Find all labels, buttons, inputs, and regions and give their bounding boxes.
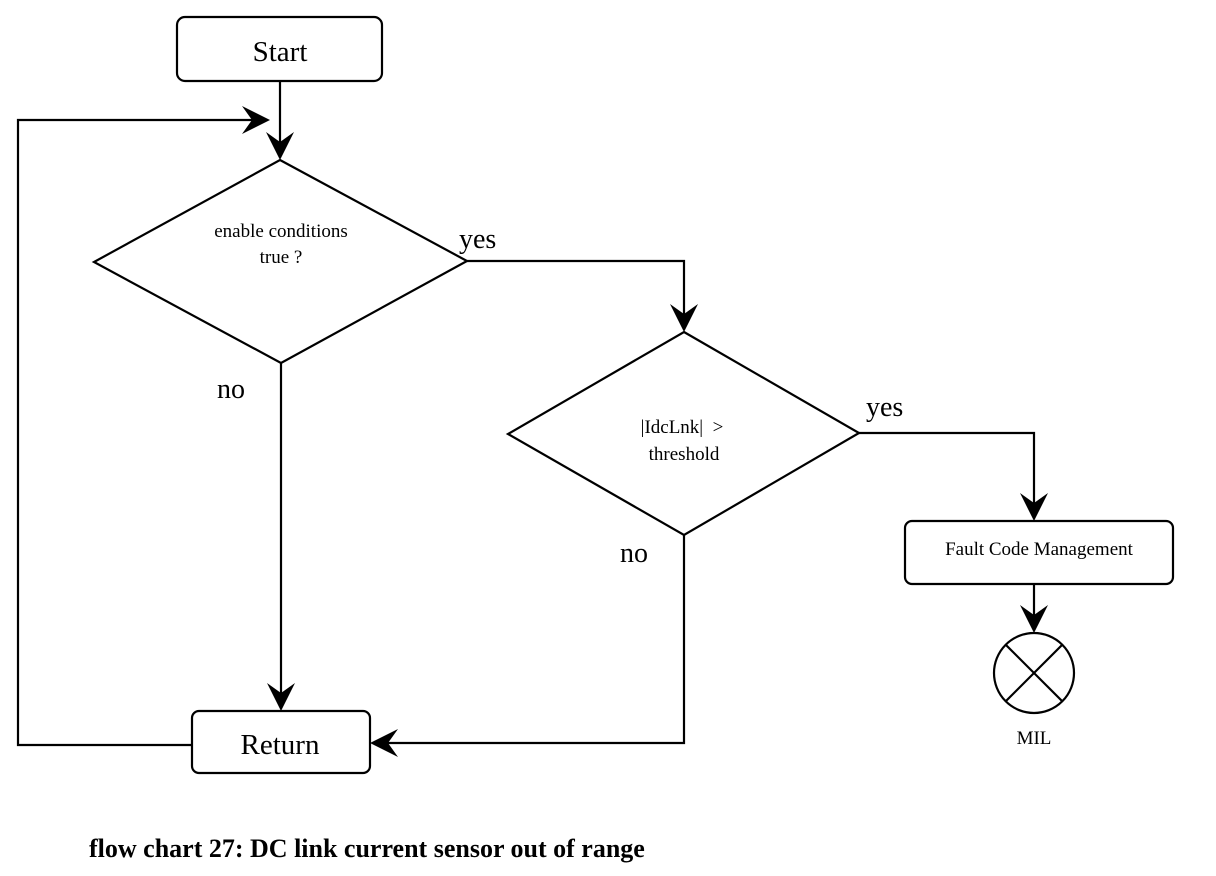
connector-loop-back <box>16 118 255 747</box>
decision-enable-label-line2: true ? <box>260 247 303 268</box>
mil-label: MIL <box>1017 728 1052 749</box>
fault-code-management-label: Fault Code Management <box>945 539 1134 560</box>
edge-label-enable-yes: yes <box>459 224 496 255</box>
decision-threshold-label-line2: threshold <box>649 444 720 465</box>
arrowhead-down-icon <box>266 132 294 160</box>
edge-label-threshold-no: no <box>620 538 648 569</box>
arrowhead-down-icon <box>1020 493 1048 521</box>
connector-enable-yes <box>467 259 686 318</box>
edge-label-threshold-yes: yes <box>866 392 903 423</box>
arrowhead-down-icon <box>267 683 295 711</box>
return-node-label: Return <box>241 729 320 761</box>
decision-enable-label-line1: enable conditions <box>214 221 348 242</box>
edge-label-enable-no: no <box>217 374 245 405</box>
connector-threshold-no <box>384 535 686 745</box>
return-node <box>190 709 372 775</box>
arrowhead-down-icon <box>670 304 698 332</box>
connector-threshold-yes <box>859 431 1036 507</box>
arrowhead-right-icon <box>242 106 270 134</box>
fault-code-management-node <box>903 519 1175 586</box>
decision-threshold <box>505 330 862 537</box>
mil-lamp-icon <box>992 631 1076 715</box>
figure-caption: flow chart 27: DC link current sensor ou… <box>89 834 645 863</box>
arrowhead-left-icon <box>370 729 398 757</box>
start-node <box>175 15 384 83</box>
start-node-label: Start <box>253 36 308 68</box>
decision-enable-conditions <box>91 158 470 365</box>
decision-threshold-label-line1: |IdcLnk| > <box>641 417 724 438</box>
arrowhead-down-icon <box>1020 605 1048 633</box>
